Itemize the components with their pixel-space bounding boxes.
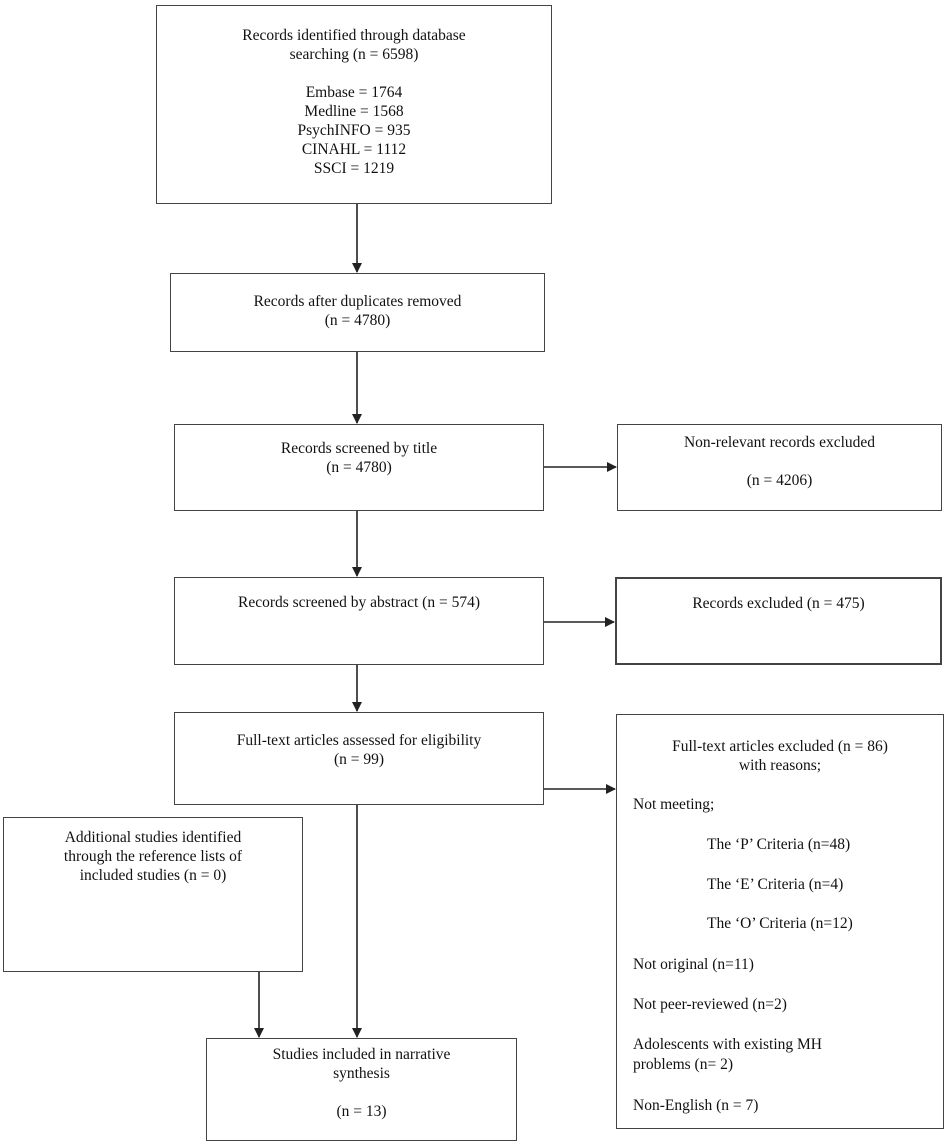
included-count: (n = 13) <box>336 1103 387 1120</box>
included-line1: Studies included in narrative <box>272 1046 451 1063</box>
database-cinahl: CINAHL = 1112 <box>301 141 407 158</box>
box-title-excluded: Non-relevant records excluded (n = 4206) <box>617 424 942 511</box>
fulltext-excluded-label: Full-text articles excluded (n = 86) <box>672 738 888 755</box>
duplicates-count: (n = 4780) <box>324 312 391 329</box>
title-excluded-count: (n = 4206) <box>746 472 813 489</box>
reason-not-original: Not original (n=11) <box>633 956 754 973</box>
additional-line2: through the reference lists of <box>63 848 243 865</box>
title-screen-count: (n = 4780) <box>326 459 392 476</box>
abstract-excluded-label: Records excluded (n = 475) <box>692 595 865 612</box>
box-fulltext-excluded: Full-text articles excluded (n = 86) wit… <box>616 714 944 1129</box>
included-line2: synthesis <box>333 1065 390 1082</box>
box-fulltext-assessed: Full-text articles assessed for eligibil… <box>174 712 544 805</box>
title-excluded-label: Non-relevant records excluded <box>683 434 876 451</box>
reason-p-criteria: The ‘P’ Criteria (n=48) <box>707 836 851 853</box>
reason-e-criteria: The ‘E’ Criteria (n=4) <box>707 876 844 893</box>
fulltext-excluded-reasons: with reasons; <box>738 757 822 774</box>
title-screen-label: Records screened by title <box>280 440 438 457</box>
fulltext-count: (n = 99) <box>333 751 385 768</box>
database-medline: Medline = 1568 <box>304 103 404 120</box>
reason-adolescents-line1: Adolescents with existing MH <box>633 1036 822 1053</box>
box-duplicates-removed: Records after duplicates removed (n = 47… <box>170 273 545 352</box>
box-abstract-excluded: Records excluded (n = 475) <box>615 577 942 665</box>
reason-o-criteria: The ‘O’ Criteria (n=12) <box>707 915 853 932</box>
database-ssci: SSCI = 1219 <box>313 160 395 177</box>
reason-not-meeting: Not meeting; <box>633 796 715 813</box>
reason-adolescents-line2: problems (n= 2) <box>633 1056 734 1073</box>
additional-line3: included studies (n = 0) <box>79 867 227 884</box>
fulltext-label: Full-text articles assessed for eligibil… <box>236 732 482 749</box>
database-embase: Embase = 1764 <box>305 84 403 101</box>
database-psychinfo: PsychINFO = 935 <box>297 122 411 139</box>
reason-not-peer-reviewed: Not peer-reviewed (n=2) <box>633 996 787 1013</box>
box-additional-studies: Additional studies identified through th… <box>3 817 303 972</box>
identified-title: Records identified through database <box>242 27 466 44</box>
abstract-screen-label: Records screened by abstract (n = 574) <box>237 594 480 611</box>
box-screened-abstract: Records screened by abstract (n = 574) <box>174 577 544 665</box>
identified-count: searching (n = 6598) <box>289 46 419 63</box>
box-records-identified: Records identified through database sear… <box>156 5 552 204</box>
box-screened-title: Records screened by title (n = 4780) <box>174 424 544 511</box>
box-studies-included: Studies included in narrative synthesis … <box>206 1038 517 1141</box>
duplicates-label: Records after duplicates removed <box>253 293 462 310</box>
reason-non-english: Non-English (n = 7) <box>633 1097 759 1114</box>
additional-line1: Additional studies identified <box>64 829 242 846</box>
